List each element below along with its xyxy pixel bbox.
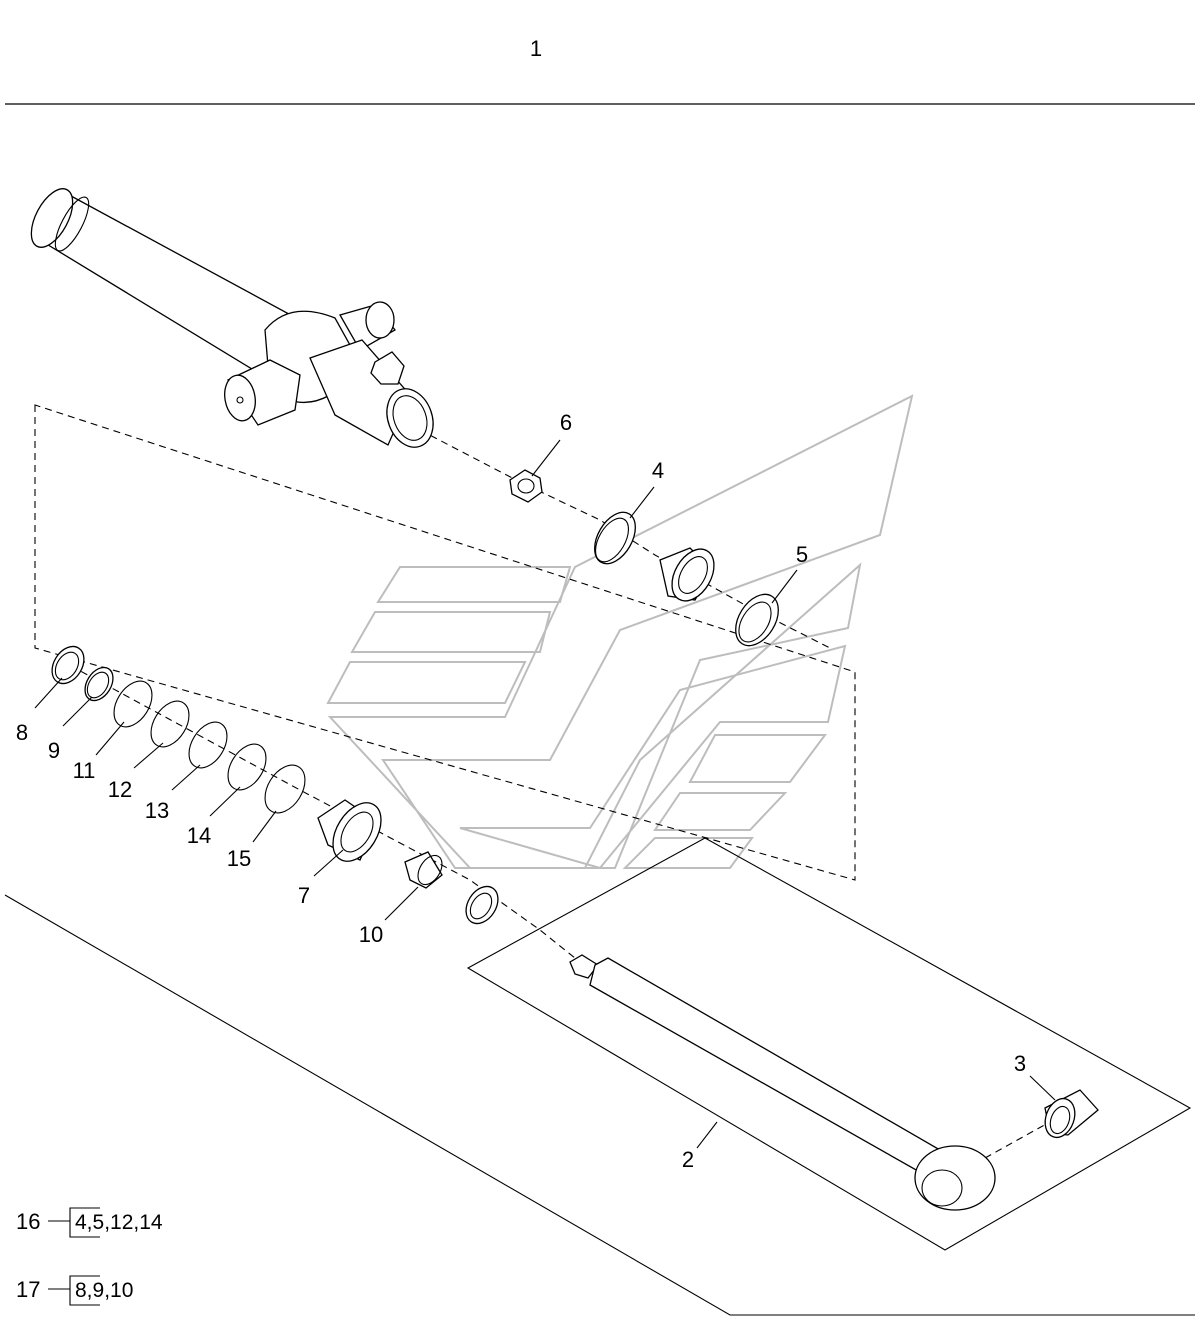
callout-14: 14 — [187, 823, 211, 848]
part-6-nut — [509, 469, 543, 503]
piston-nut — [465, 885, 499, 925]
part-14-ring — [227, 743, 267, 791]
kit-17-number: 17 — [16, 1277, 40, 1302]
part-7-piston — [317, 799, 382, 862]
callout-9: 9 — [48, 738, 60, 763]
kit-17: 17 8,9,10 — [16, 1275, 133, 1306]
leader-lines — [34, 439, 1056, 1149]
callout-11: 11 — [73, 758, 96, 783]
callout-10: 10 — [359, 922, 383, 947]
part-2-piston-rod — [569, 954, 996, 1211]
callout-12: 12 — [108, 777, 132, 802]
callout-2: 2 — [682, 1147, 694, 1172]
callout-6: 6 — [560, 410, 572, 435]
kit-17-contents: 8,9,10 — [75, 1279, 133, 1302]
part-4-wear-ring — [594, 511, 636, 565]
part-8-ring — [51, 645, 85, 685]
assembly-number: 1 — [530, 36, 542, 61]
frame-line-lower-left — [4, 894, 1195, 1316]
callout-15: 15 — [227, 846, 251, 871]
callout-7: 7 — [298, 883, 310, 908]
callout-8: 8 — [16, 720, 28, 745]
part-9-ring — [84, 666, 114, 702]
part-13-ring — [188, 721, 228, 769]
callout-5: 5 — [796, 542, 808, 567]
piston-group-frame — [34, 404, 856, 881]
eye-bushing-axis — [984, 1122, 1049, 1159]
part-5-seal-ring — [735, 593, 779, 647]
seal-axis — [59, 659, 581, 963]
watermark-logo — [326, 394, 914, 870]
cylinder-barrel — [30, 188, 434, 448]
part-15-ring — [264, 764, 306, 814]
part-3-eye-bushing — [1044, 1089, 1099, 1139]
part-11-ring — [113, 680, 153, 728]
part-10-bushing — [404, 851, 443, 889]
rod-group-frame — [466, 837, 1192, 1251]
kit-16: 16 4,5,12,14 — [16, 1207, 163, 1238]
kit-16-number: 16 — [16, 1209, 40, 1234]
callout-4: 4 — [652, 458, 664, 483]
part-12-ring — [150, 700, 190, 748]
callout-3: 3 — [1014, 1051, 1026, 1076]
callout-13: 13 — [145, 798, 169, 823]
kit-16-contents: 4,5,12,14 — [75, 1211, 163, 1234]
gland — [659, 547, 715, 602]
